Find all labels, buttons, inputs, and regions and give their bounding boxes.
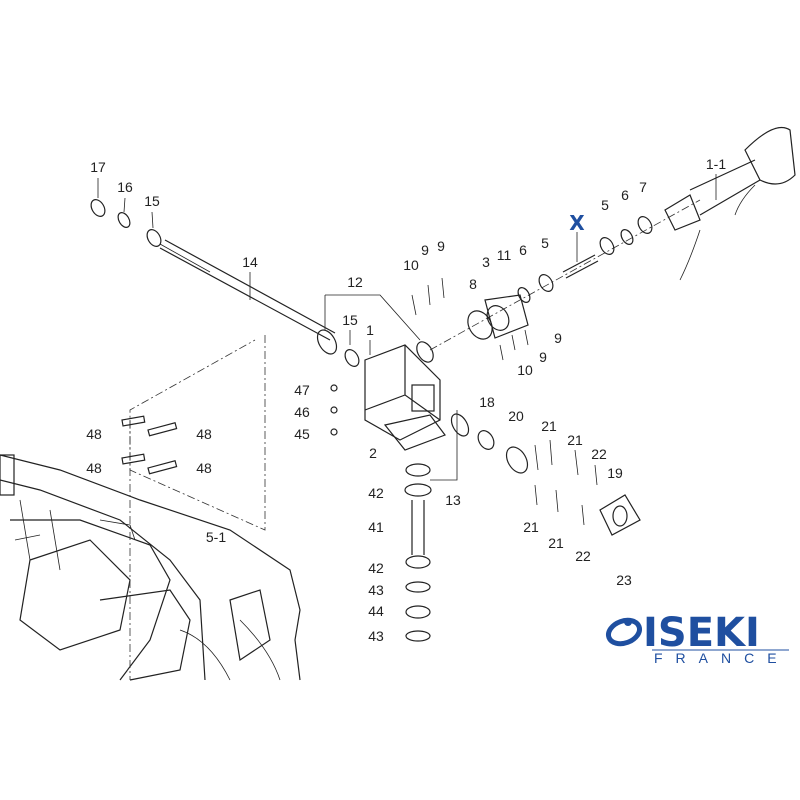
callout-label: 22 <box>575 548 591 564</box>
callout-label: 21 <box>523 519 539 535</box>
callout-label: 8 <box>469 276 477 292</box>
callout-label: 14 <box>242 254 258 270</box>
callout-label: 44 <box>368 603 384 619</box>
callout-label: 10 <box>517 362 533 378</box>
callout-label: 48 <box>196 426 212 442</box>
callout-label: 5-1 <box>206 529 226 545</box>
callout-label: 16 <box>117 179 133 195</box>
callout-label: 20 <box>508 408 524 424</box>
callout-label: 5 <box>601 197 609 213</box>
callout-label: 42 <box>368 560 384 576</box>
callout-label: 10 <box>403 257 419 273</box>
callout-label: 21 <box>548 535 564 551</box>
callout-label: 9 <box>554 330 562 346</box>
callout-label: 47 <box>294 382 310 398</box>
callout-label: 2 <box>369 445 377 461</box>
callout-label: 46 <box>294 404 310 420</box>
callout-label: 17 <box>90 159 106 175</box>
callout-label: 23 <box>616 572 632 588</box>
callout-label: 5 <box>541 235 549 251</box>
callout-label: 15 <box>342 312 358 328</box>
callout-label: 7 <box>639 179 647 195</box>
callout-label: 6 <box>519 242 527 258</box>
shaft-14 <box>90 199 360 367</box>
callout-label: 48 <box>196 460 212 476</box>
callout-label: 43 <box>368 628 384 644</box>
mower-deck-5-1 <box>0 454 301 681</box>
callout-label: 48 <box>86 460 102 476</box>
callout-label: 19 <box>607 465 623 481</box>
logo-brand: ISEKI <box>643 610 760 656</box>
callout-label: 48 <box>86 426 102 442</box>
callout-label: 3 <box>482 254 490 270</box>
pto-shaft-1-1 <box>664 126 796 281</box>
gearbox-1 <box>364 341 470 451</box>
callout-label: 6 <box>621 187 629 203</box>
callout-label: 1 <box>366 322 374 338</box>
callout-label: 13 <box>445 492 461 508</box>
iseki-logo: ISEKI FRANCE <box>606 610 790 666</box>
logo-subtitle: FRANCE <box>654 650 790 666</box>
logo-emblem-icon <box>606 617 642 647</box>
callout-label: 22 <box>591 446 607 462</box>
callout-label: 21 <box>567 432 583 448</box>
callout-label: 12 <box>347 274 363 290</box>
callout-label: 42 <box>368 485 384 501</box>
callout-label: 9 <box>539 349 547 365</box>
callout-label: 41 <box>368 519 384 535</box>
callout-label: 18 <box>479 394 495 410</box>
highlighted-part-x: X <box>569 211 585 235</box>
clips <box>411 277 641 536</box>
callout-label: 9 <box>421 242 429 258</box>
callout-label: 1-1 <box>706 156 726 172</box>
vertical-shaft-41 <box>121 384 432 642</box>
callout-label: 21 <box>541 418 557 434</box>
callout-label: 45 <box>294 426 310 442</box>
input-parts <box>467 216 653 340</box>
callout-label: 15 <box>144 193 160 209</box>
callout-label: 43 <box>368 582 384 598</box>
callout-label: 11 <box>497 247 512 263</box>
callout-label: 9 <box>437 238 445 254</box>
